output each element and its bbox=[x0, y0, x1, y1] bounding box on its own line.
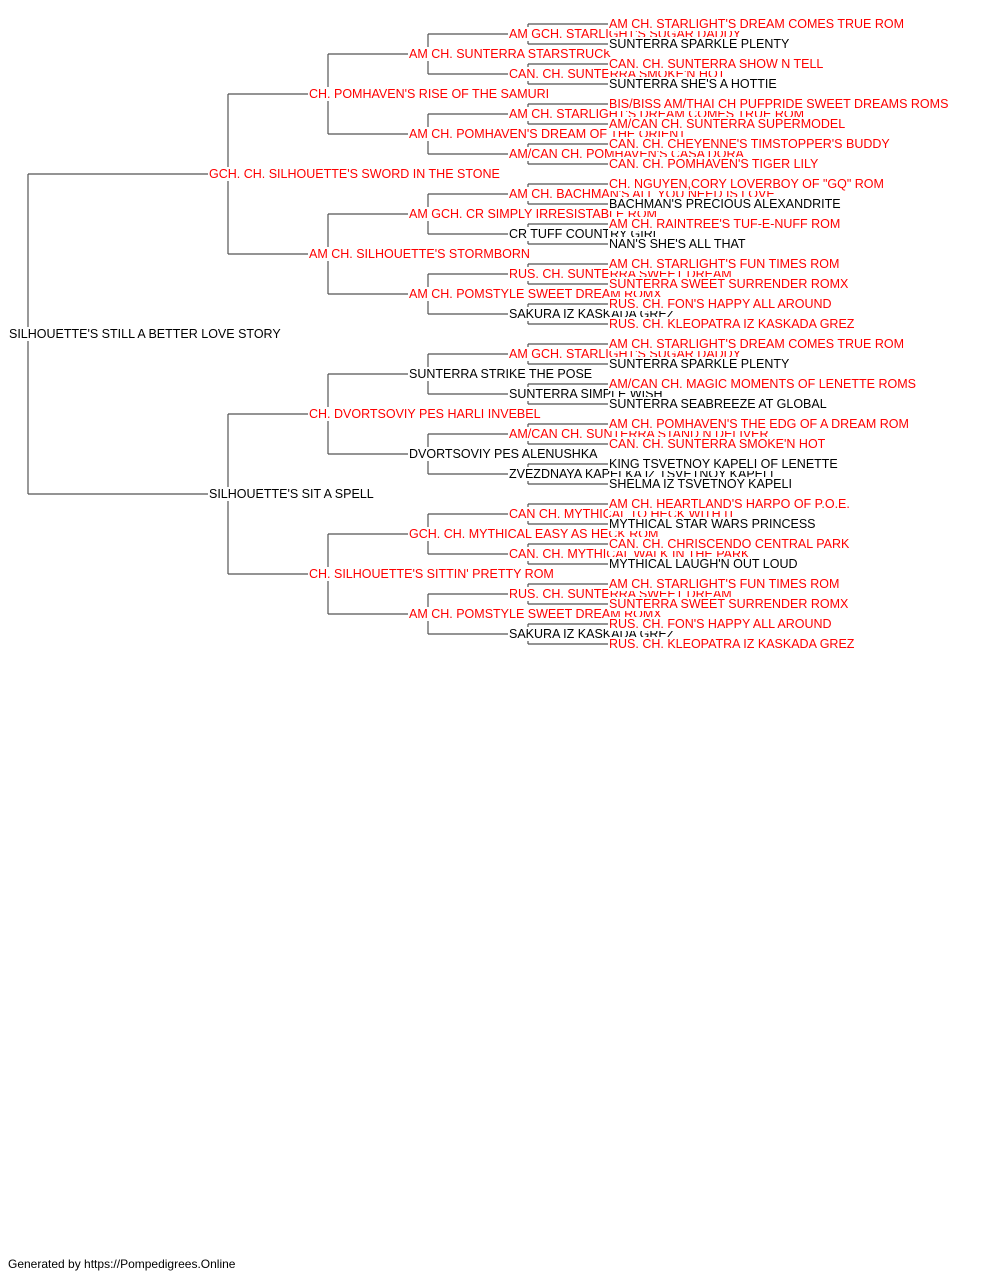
ancestor-name-gen1: SILHOUETTE'S SIT A SPELL bbox=[208, 487, 375, 501]
generated-by-footer: Generated by https://Pompedigrees.Online bbox=[8, 1257, 236, 1271]
ancestor-name-gen5: AM/CAN CH. MAGIC MOMENTS OF LENETTE ROMS bbox=[608, 377, 917, 391]
ancestor-name-gen2: AM CH. SILHOUETTE'S STORMBORN bbox=[308, 247, 531, 261]
ancestor-name-gen5: AM/CAN CH. SUNTERRA SUPERMODEL bbox=[608, 117, 847, 131]
ancestor-name-gen5: AM CH. STARLIGHT'S FUN TIMES ROM bbox=[608, 577, 841, 591]
ancestor-name-gen5: KING TSVETNOY KAPELI OF LENETTE bbox=[608, 457, 839, 471]
ancestor-name-gen5: SHELMA IZ TSVETNOY KAPELI bbox=[608, 477, 793, 491]
ancestor-name-gen5: MYTHICAL LAUGH'N OUT LOUD bbox=[608, 557, 799, 571]
ancestor-name-gen3: SUNTERRA STRIKE THE POSE bbox=[408, 367, 594, 381]
ancestor-name-gen5: AM CH. STARLIGHT'S DREAM COMES TRUE ROM bbox=[608, 17, 906, 31]
ancestor-name-gen5: AM CH. STARLIGHT'S DREAM COMES TRUE ROM bbox=[608, 337, 906, 351]
ancestor-name-gen5: RUS. CH. KLEOPATRA IZ KASKADA GREZ bbox=[608, 637, 856, 651]
ancestor-name-gen5: SUNTERRA SWEET SURRENDER ROMX bbox=[608, 597, 850, 611]
ancestor-name-gen5: AM CH. RAINTREE'S TUF-E-NUFF ROM bbox=[608, 217, 842, 231]
ancestor-name-gen2: CH. SILHOUETTE'S SITTIN' PRETTY ROM bbox=[308, 567, 555, 581]
ancestor-name-gen5: NAN'S SHE'S ALL THAT bbox=[608, 237, 747, 251]
subject-dog-name: SILHOUETTE'S STILL A BETTER LOVE STORY bbox=[8, 327, 282, 341]
ancestor-name-gen5: CH. NGUYEN,CORY LOVERBOY OF "GQ" ROM bbox=[608, 177, 885, 191]
ancestor-name-gen5: CAN. CH. POMHAVEN'S TIGER LILY bbox=[608, 157, 820, 171]
ancestor-name-gen5: AM CH. STARLIGHT'S FUN TIMES ROM bbox=[608, 257, 841, 271]
ancestor-name-gen5: CAN. CH. SUNTERRA SMOKE'N HOT bbox=[608, 437, 827, 451]
ancestor-name-gen5: SUNTERRA SWEET SURRENDER ROMX bbox=[608, 277, 850, 291]
ancestor-name-gen5: MYTHICAL STAR WARS PRINCESS bbox=[608, 517, 817, 531]
ancestor-name-gen2: CH. POMHAVEN'S RISE OF THE SAMURI bbox=[308, 87, 551, 101]
ancestor-name-gen3: GCH. CH. MYTHICAL EASY AS HECK ROM bbox=[408, 527, 660, 541]
ancestor-name-gen5: BIS/BISS AM/THAI CH PUFPRIDE SWEET DREAM… bbox=[608, 97, 950, 111]
ancestor-name-gen3: AM CH. POMSTYLE SWEET DREAM ROMX bbox=[408, 607, 663, 621]
ancestor-name-gen5: BACHMAN'S PRECIOUS ALEXANDRITE bbox=[608, 197, 842, 211]
ancestor-name-gen5: CAN. CH. CHEYENNE'S TIMSTOPPER'S BUDDY bbox=[608, 137, 891, 151]
ancestor-name-gen2: CH. DVORTSOVIY PES HARLI INVEBEL bbox=[308, 407, 542, 421]
ancestor-name-gen3: DVORTSOVIY PES ALENUSHKA bbox=[408, 447, 599, 461]
ancestor-name-gen5: SUNTERRA SPARKLE PLENTY bbox=[608, 37, 791, 51]
ancestor-name-gen3: AM GCH. CR SIMPLY IRRESISTABLE ROM bbox=[408, 207, 658, 221]
ancestor-name-gen3: AM CH. POMSTYLE SWEET DREAM ROMX bbox=[408, 287, 663, 301]
ancestor-name-gen5: RUS. CH. FON'S HAPPY ALL AROUND bbox=[608, 297, 833, 311]
ancestor-name-gen5: SUNTERRA SPARKLE PLENTY bbox=[608, 357, 791, 371]
ancestor-name-gen5: RUS. CH. KLEOPATRA IZ KASKADA GREZ bbox=[608, 317, 856, 331]
ancestor-name-gen5: SUNTERRA SHE'S A HOTTIE bbox=[608, 77, 778, 91]
ancestor-name-gen1: GCH. CH. SILHOUETTE'S SWORD IN THE STONE bbox=[208, 167, 501, 181]
ancestor-name-gen5: CAN. CH. SUNTERRA SHOW N TELL bbox=[608, 57, 825, 71]
ancestor-name-gen3: AM CH. SUNTERRA STARSTRUCK bbox=[408, 47, 613, 61]
ancestor-name-gen5: AM CH. POMHAVEN'S THE EDG OF A DREAM ROM bbox=[608, 417, 910, 431]
ancestor-name-gen5: SUNTERRA SEABREEZE AT GLOBAL bbox=[608, 397, 828, 411]
ancestor-name-gen5: CAN. CH. CHRISCENDO CENTRAL PARK bbox=[608, 537, 851, 551]
ancestor-name-gen5: AM CH. HEARTLAND'S HARPO OF P.O.E. bbox=[608, 497, 851, 511]
ancestor-name-gen5: RUS. CH. FON'S HAPPY ALL AROUND bbox=[608, 617, 833, 631]
